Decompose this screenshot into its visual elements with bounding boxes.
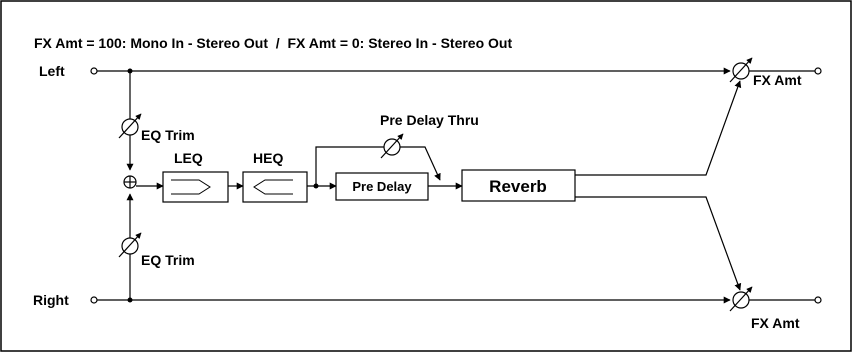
- leq-block[interactable]: [162, 171, 229, 203]
- predelay-thru-line: [315, 146, 441, 186]
- eq-trim-top-knob-icon[interactable]: [118, 113, 142, 139]
- reverb-to-right-out-line: [575, 196, 742, 291]
- diagram-title: FX Amt = 100: Mono In - Stereo Out / FX …: [34, 35, 512, 51]
- eq-trim-top-label: EQ Trim: [141, 127, 195, 143]
- left-output-terminal[interactable]: [814, 67, 822, 75]
- left-junction-dot: [127, 68, 133, 74]
- low-shelf-eq-icon: [171, 179, 211, 195]
- fx-amt-right-knob-icon[interactable]: [729, 286, 753, 312]
- reverb-block[interactable]: Reverb: [461, 169, 576, 202]
- eq-trim-bottom-knob-icon[interactable]: [118, 232, 142, 258]
- right-input-terminal[interactable]: [90, 296, 98, 304]
- high-shelf-eq-icon: [253, 179, 293, 195]
- right-output-terminal[interactable]: [814, 296, 822, 304]
- left-input-label: Left: [39, 63, 65, 79]
- heq-block[interactable]: [242, 171, 308, 203]
- predelay-thru-label: Pre Delay Thru: [380, 112, 479, 128]
- predelay-label: Pre Delay: [352, 179, 412, 194]
- right-input-label: Right: [33, 292, 69, 308]
- eq-trim-bottom-label: EQ Trim: [141, 252, 195, 268]
- heq-label: HEQ: [253, 150, 283, 166]
- fx-amt-left-label: FX Amt: [753, 72, 802, 88]
- fx-amt-left-knob-icon[interactable]: [729, 57, 753, 83]
- leq-label: LEQ: [174, 150, 203, 166]
- fx-amt-right-label: FX Amt: [751, 315, 800, 331]
- left-input-terminal[interactable]: [90, 67, 98, 75]
- predelay-block[interactable]: Pre Delay: [335, 172, 429, 201]
- predelay-thru-knob-icon[interactable]: [380, 133, 404, 159]
- reverb-label: Reverb: [489, 177, 547, 196]
- reverb-to-left-out-line: [575, 80, 742, 176]
- right-junction-dot: [127, 297, 133, 303]
- mixer-sum-icon: [123, 175, 137, 189]
